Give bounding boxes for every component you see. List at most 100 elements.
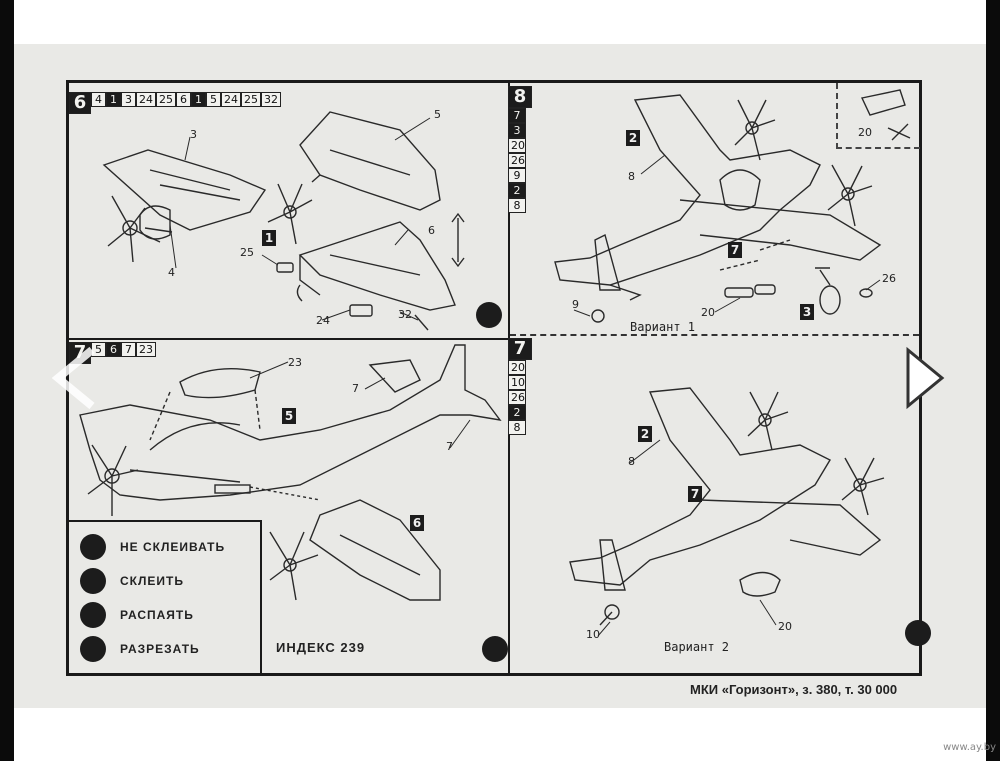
part-number-cell: 4: [91, 92, 106, 107]
callout-20a: 20: [858, 126, 872, 139]
left-black-edge: [0, 0, 14, 761]
part-number-cell: 2: [508, 183, 526, 198]
legend-label: РАСПАЯТЬ: [120, 608, 194, 622]
callout-5: 5: [434, 108, 441, 121]
legend-row-solder: РАСПАЯТЬ: [80, 602, 194, 628]
callout-25: 25: [240, 246, 254, 259]
callout-26: 26: [882, 272, 896, 285]
glue-icon: [80, 568, 106, 594]
fuselage-step7: [79, 344, 502, 501]
instruction-sheet: [14, 44, 986, 708]
part-number-cell: 9: [508, 168, 526, 183]
callout-7a: 7: [352, 382, 359, 395]
callout-10: 10: [586, 628, 600, 641]
callout-badge-7d: 7: [688, 486, 702, 502]
part-number-cell: 32: [261, 92, 281, 107]
wing-upper-part5: [299, 111, 441, 211]
callout-6: 6: [428, 224, 435, 237]
variant-1-label: Вариант 1: [630, 320, 696, 334]
callout-badge-7c: 7: [728, 242, 742, 258]
glue-icon: [482, 636, 508, 662]
step-number-8: 8: [508, 86, 532, 108]
callout-badge-3b: 3: [800, 304, 814, 320]
part-number-cell: 8: [508, 420, 526, 435]
part-number-cell: 23: [136, 342, 156, 357]
aircraft-variant1: [554, 94, 882, 301]
callout-23: 23: [288, 356, 302, 369]
callout-9: 9: [572, 298, 579, 311]
step-number-6: 6: [69, 92, 91, 114]
part-number-cell: 26: [508, 153, 526, 168]
no-glue-icon: [80, 534, 106, 560]
callout-badge-2a: 2: [626, 130, 640, 146]
horizontal-divider-left: [69, 338, 508, 340]
landing-gear-variant1: [591, 239, 873, 323]
callout-8b: 8: [628, 455, 635, 468]
legend-row-glue: СКЛЕИТЬ: [80, 568, 184, 594]
part-number-cell: 3: [121, 92, 136, 107]
wing-part6-step7: [269, 499, 441, 601]
callout-badge-6: 6: [410, 515, 424, 531]
glue-icon: [905, 620, 931, 646]
callout-7b: 7: [446, 440, 453, 453]
part-number-cell: 3: [508, 123, 526, 138]
callout-badge-5: 5: [282, 408, 296, 424]
part-number-cell: 5: [206, 92, 221, 107]
part-number-cell: 1: [106, 92, 121, 107]
glue-icon: [476, 302, 502, 328]
legend-box: [69, 520, 262, 673]
part-number-cell: 20: [508, 360, 526, 375]
part-number-cell: 1: [191, 92, 206, 107]
propeller-center-step6: [267, 183, 313, 245]
inset-detail: [860, 89, 911, 141]
legend-label: НЕ СКЛЕИВАТЬ: [120, 540, 226, 554]
part-number-cell: 7: [121, 342, 136, 357]
part-number-cell: 2: [508, 405, 526, 420]
part-number-cell: 24: [221, 92, 241, 107]
dashed-divider-right: [510, 334, 919, 336]
propeller-variant1-b: [827, 164, 873, 227]
legend-label: СКЛЕИТЬ: [120, 574, 184, 588]
propeller-variant1-a: [734, 99, 776, 161]
part-number-cell: 24: [136, 92, 156, 107]
part-number-cell: 6: [176, 92, 191, 107]
detail-inset-box: [836, 83, 920, 149]
part-number-cell: 6: [106, 342, 121, 357]
publisher-footer: МКИ «Горизонт», з. 380, т. 30 000: [690, 682, 898, 697]
next-arrow-icon[interactable]: [900, 346, 948, 410]
callout-8a: 8: [628, 170, 635, 183]
part-number-cell: 10: [508, 375, 526, 390]
part-number-cell: 7: [508, 108, 526, 123]
propeller-variant2-a: [747, 391, 789, 451]
callout-20c: 20: [778, 620, 792, 633]
propeller-left-step6: [107, 195, 161, 263]
previous-arrow-icon[interactable]: [52, 346, 100, 410]
part-number-cell: 26: [508, 390, 526, 405]
part-number-cell: 25: [156, 92, 176, 107]
part-number-cell: 20: [508, 138, 526, 153]
callout-24: 24: [316, 314, 330, 327]
callout-badge-2b: 2: [638, 426, 652, 442]
right-black-edge: [986, 0, 1000, 761]
watermark: www.ay.by: [943, 742, 996, 753]
legend-label: РАЗРЕЗАТЬ: [120, 642, 200, 656]
solder-icon: [80, 602, 106, 628]
callout-20b: 20: [701, 306, 715, 319]
propeller-step7: [87, 444, 139, 516]
propeller-variant2-b: [841, 457, 885, 516]
wing-lower-part6: [298, 212, 465, 311]
legend-row-cut: РАЗРЕЗАТЬ: [80, 636, 200, 662]
callout-badge-1: 1: [262, 230, 276, 246]
aircraft-variant2: [569, 387, 882, 597]
part-number-cell: 8: [508, 198, 526, 213]
legend-row-no-glue: НЕ СКЛЕИВАТЬ: [80, 534, 225, 560]
part-number-cell: 25: [241, 92, 261, 107]
callout-32: 32: [398, 308, 412, 321]
kit-index: ИНДЕКС 239: [276, 640, 366, 655]
step-number-7b: 7: [508, 338, 532, 360]
cut-icon: [80, 636, 106, 662]
